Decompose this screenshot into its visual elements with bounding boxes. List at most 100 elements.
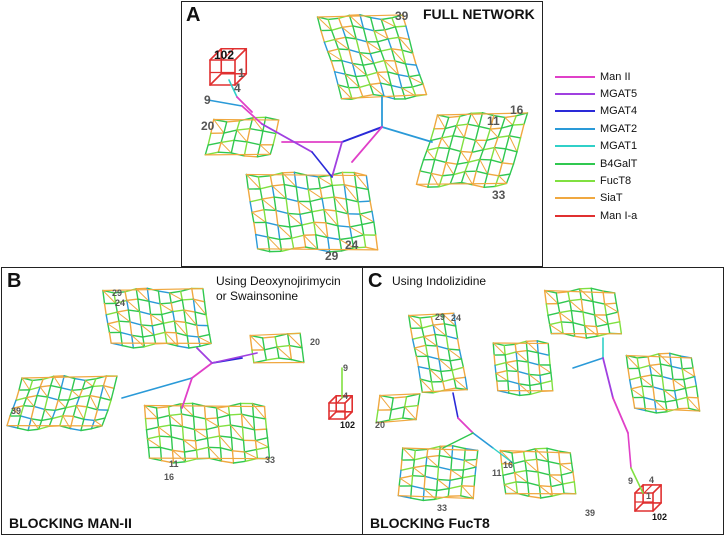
network-edge — [292, 246, 307, 250]
network-edge — [630, 388, 634, 399]
network-edge — [527, 361, 540, 366]
network-edge — [441, 127, 446, 139]
network-edge — [398, 36, 414, 54]
network-edge — [630, 467, 644, 494]
network-edge — [519, 123, 525, 139]
network-edge — [460, 136, 465, 153]
network-edge — [445, 335, 459, 340]
legend-row: B4GalT — [555, 155, 637, 172]
network-edge — [211, 352, 258, 364]
node-label-9: 9 — [628, 476, 633, 486]
network-edge — [287, 212, 301, 216]
node-label-11: 11 — [492, 468, 502, 478]
network-edge — [430, 158, 436, 175]
network-edge — [607, 323, 611, 335]
network-edge — [439, 445, 453, 459]
network-edge — [460, 485, 463, 497]
network-edge — [504, 351, 517, 356]
network-edge — [595, 325, 599, 337]
network-edge — [528, 495, 542, 499]
network-edge — [255, 448, 259, 460]
network-edge — [216, 407, 231, 416]
network-edge — [93, 417, 106, 422]
network-edge — [695, 385, 699, 399]
network-edge — [102, 375, 108, 387]
network-edge — [422, 498, 437, 502]
network-edge — [456, 338, 461, 351]
network-edge — [516, 359, 529, 363]
network-edge — [192, 415, 196, 431]
network-edge — [105, 314, 109, 325]
network-edge — [511, 451, 525, 454]
network-edge — [149, 313, 153, 327]
network-edge — [65, 399, 70, 409]
network-edge — [486, 173, 500, 177]
network-edge — [550, 372, 553, 382]
network-edge — [86, 406, 99, 411]
network-edge — [438, 445, 441, 457]
network-edge — [516, 359, 519, 373]
network-edge — [412, 52, 417, 66]
network-edge — [493, 146, 507, 150]
network-edge — [155, 407, 159, 420]
network-edge — [453, 163, 458, 176]
network-edge — [341, 59, 354, 65]
network-edge — [337, 48, 350, 51]
network-edge — [435, 489, 438, 500]
network-edge — [48, 417, 53, 427]
network-edge — [438, 175, 444, 188]
network-edge — [226, 120, 241, 123]
network-edge — [192, 298, 206, 303]
network-edge — [437, 147, 451, 150]
network-edge — [257, 175, 272, 178]
network-edge — [347, 213, 351, 228]
network-edge — [351, 62, 357, 78]
network-edge — [334, 36, 347, 41]
network-edge — [495, 372, 498, 382]
network-edge — [253, 221, 257, 236]
network-edge — [494, 364, 497, 375]
network-edge — [568, 298, 583, 302]
legend-label: MGAT1 — [600, 140, 638, 153]
network-edge — [127, 309, 131, 323]
network-edge — [39, 386, 49, 398]
network-edge — [572, 471, 576, 483]
network-edge — [317, 16, 333, 31]
node-label-24: 24 — [345, 238, 359, 252]
network-edge — [652, 502, 662, 512]
legend-swatch — [555, 162, 595, 165]
network-edge — [460, 358, 465, 369]
network-edge — [267, 236, 281, 241]
network-edge — [419, 159, 425, 172]
network-edge — [603, 303, 608, 316]
network-edge — [231, 450, 235, 464]
network-edge — [135, 288, 139, 300]
network-edge — [572, 321, 586, 327]
network-edge — [390, 406, 406, 411]
network-edge — [440, 369, 453, 373]
network-edge — [578, 288, 583, 300]
network-edge — [333, 71, 346, 75]
network-edge — [121, 377, 193, 399]
network-edge — [246, 141, 261, 146]
network-edge — [568, 299, 573, 312]
network-edge — [558, 311, 563, 323]
network-edge — [317, 176, 333, 186]
network-edge — [634, 484, 644, 494]
network-edge — [383, 26, 397, 31]
network-edge — [419, 378, 434, 394]
network-edge — [138, 310, 142, 326]
network-edge — [169, 292, 183, 301]
network-edge — [494, 175, 500, 188]
panel-c-footer: BLOCKING FucT8 — [370, 515, 490, 531]
network-edge — [349, 226, 365, 236]
network-edge — [493, 114, 506, 119]
network-edge — [545, 303, 549, 316]
network-edge — [207, 141, 222, 146]
network-edge — [329, 174, 333, 187]
network-edge — [155, 406, 170, 409]
network-edge — [316, 14, 404, 18]
network-edge — [341, 25, 354, 29]
network-edge — [434, 158, 447, 164]
network-edge — [508, 124, 514, 137]
